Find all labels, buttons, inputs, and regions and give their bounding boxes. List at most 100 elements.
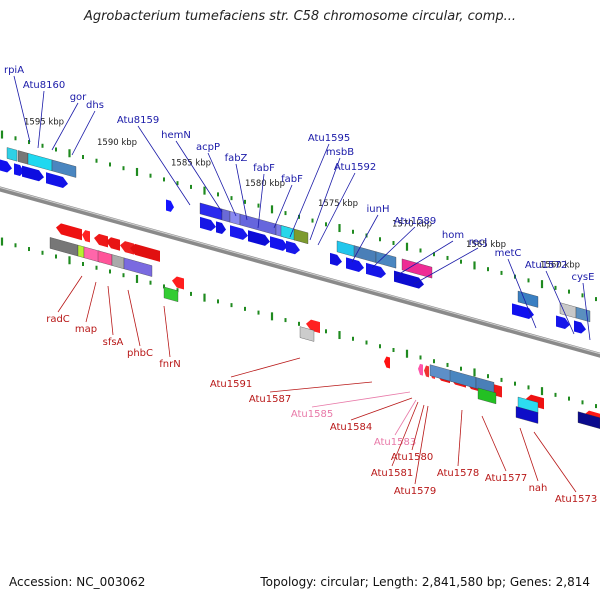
reverse-gene-body <box>515 406 539 424</box>
reverse-gene-arrow-body <box>384 356 390 369</box>
forward-gene-arrow <box>216 221 226 234</box>
reverse-gene-body <box>49 237 79 257</box>
forward-gene-leader <box>13 75 31 143</box>
scale-label: 1575 kbp <box>318 199 358 209</box>
forward-gene-leader <box>317 172 356 246</box>
reverse-gene-label: map <box>75 324 97 335</box>
reverse-gene-leader <box>230 357 301 378</box>
reverse-gene-arrow <box>82 230 90 243</box>
forward-gene-arrow <box>394 270 424 289</box>
forward-gene-label: cysE <box>572 272 595 283</box>
reverse-gene-body <box>299 326 315 342</box>
reverse-gene-body <box>163 286 179 303</box>
reverse-gene-arrow-body <box>120 241 134 255</box>
forward-gene-body <box>17 150 29 165</box>
forward-gene-arrow <box>346 257 364 272</box>
reverse-gene-label: Atu1587 <box>249 394 291 405</box>
forward-gene-body <box>353 245 377 263</box>
forward-gene-body <box>280 225 296 241</box>
reverse-gene-body <box>77 244 85 258</box>
forward-gene-label: Atu8160 <box>23 80 65 91</box>
forward-gene-body <box>6 147 18 162</box>
reverse-gene-arrow <box>130 243 160 262</box>
forward-gene-arrow-body <box>286 240 300 255</box>
reverse-gene-label: nah <box>529 483 548 494</box>
reverse-gene-label: radC <box>46 314 70 325</box>
forward-gene-arrow <box>556 315 570 330</box>
forward-gene-leader <box>289 143 330 238</box>
scale-label: 1565 kbp <box>466 240 506 250</box>
forward-gene-arrow <box>248 230 270 246</box>
forward-gene <box>336 240 356 258</box>
forward-gene-arrow-body <box>166 199 174 212</box>
reverse-gene <box>515 406 539 424</box>
forward-gene-body <box>517 290 539 308</box>
forward-gene-arrow <box>286 240 300 255</box>
backbone-highlight <box>0 186 600 355</box>
forward-gene-arrow-body <box>330 252 342 266</box>
forward-gene-arrow <box>366 262 386 279</box>
reverse-gene-label: Atu1591 <box>210 379 252 390</box>
forward-gene-leader <box>257 173 265 229</box>
forward-gene-arrow-body <box>512 303 534 320</box>
forward-gene-arrow-body <box>346 257 364 272</box>
forward-gene-arrow <box>230 225 248 240</box>
forward-gene-body <box>221 208 231 223</box>
reverse-gene-leader <box>411 404 425 451</box>
forward-gene-arrow <box>200 216 216 231</box>
forward-gene-label: rpiA <box>4 65 24 76</box>
forward-gene-label: hemN <box>161 130 191 141</box>
reverse-gene-label: Atu1583 <box>374 437 416 448</box>
scale-label: 1580 kbp <box>245 179 285 189</box>
forward-gene-label: Atu1592 <box>334 162 376 173</box>
scale-label: 1560 kbp <box>540 261 580 271</box>
forward-gene-leader <box>507 258 537 329</box>
forward-gene-label: iunH <box>367 204 390 215</box>
forward-gene-arrow-body <box>22 165 44 182</box>
forward-gene-label: fabF <box>253 163 275 174</box>
forward-gene-arrow-body <box>574 320 586 334</box>
forward-gene-leader <box>582 282 591 341</box>
forward-gene-label: metC <box>495 248 522 259</box>
forward-gene-body <box>293 228 309 245</box>
forward-gene-label: fabF <box>281 174 303 185</box>
forward-gene-arrow-body <box>216 221 226 234</box>
forward-gene <box>17 150 29 165</box>
reverse-gene-leader <box>163 305 171 358</box>
reverse-gene-body <box>83 246 101 263</box>
reverse-gene-arrow <box>418 363 423 376</box>
reverse-gene-leader <box>391 401 419 467</box>
forward-gene-arrow-body <box>366 262 386 279</box>
forward-gene-leader <box>175 140 223 213</box>
reverse-gene-leader <box>533 431 577 493</box>
forward-gene-leader <box>273 184 293 229</box>
forward-gene-label: fabZ <box>225 153 248 164</box>
forward-gene <box>199 202 223 221</box>
reverse-gene <box>577 411 600 429</box>
forward-gene-leader <box>545 270 575 335</box>
forward-gene-arrow-body <box>200 216 216 231</box>
reverse-gene <box>77 244 85 258</box>
reverse-gene-arrow-body <box>56 223 82 241</box>
forward-gene-arrow-body <box>14 163 24 177</box>
reverse-gene-arrow-body <box>418 363 423 376</box>
forward-gene-arrow <box>574 320 586 334</box>
reverse-gene-arrow <box>306 319 320 334</box>
reverse-gene-arrow-body <box>94 233 108 248</box>
forward-gene-leader <box>235 163 248 221</box>
reverse-gene-label: Atu1573 <box>555 494 597 505</box>
reverse-gene-leader <box>107 285 114 336</box>
forward-gene-arrow <box>46 172 68 188</box>
reverse-gene-body <box>111 254 125 270</box>
scale-label: 1590 kbp <box>97 138 137 148</box>
forward-gene-body <box>559 302 577 319</box>
reverse-gene-body <box>477 387 497 405</box>
reverse-gene-leader <box>269 381 373 393</box>
reverse-gene-arrow-body <box>424 365 429 378</box>
forward-gene-arrow <box>14 163 24 177</box>
forward-gene-leader <box>207 152 237 217</box>
reverse-gene-leader <box>311 391 411 408</box>
forward-gene-label: hom <box>442 230 464 241</box>
reverse-gene <box>163 286 179 303</box>
